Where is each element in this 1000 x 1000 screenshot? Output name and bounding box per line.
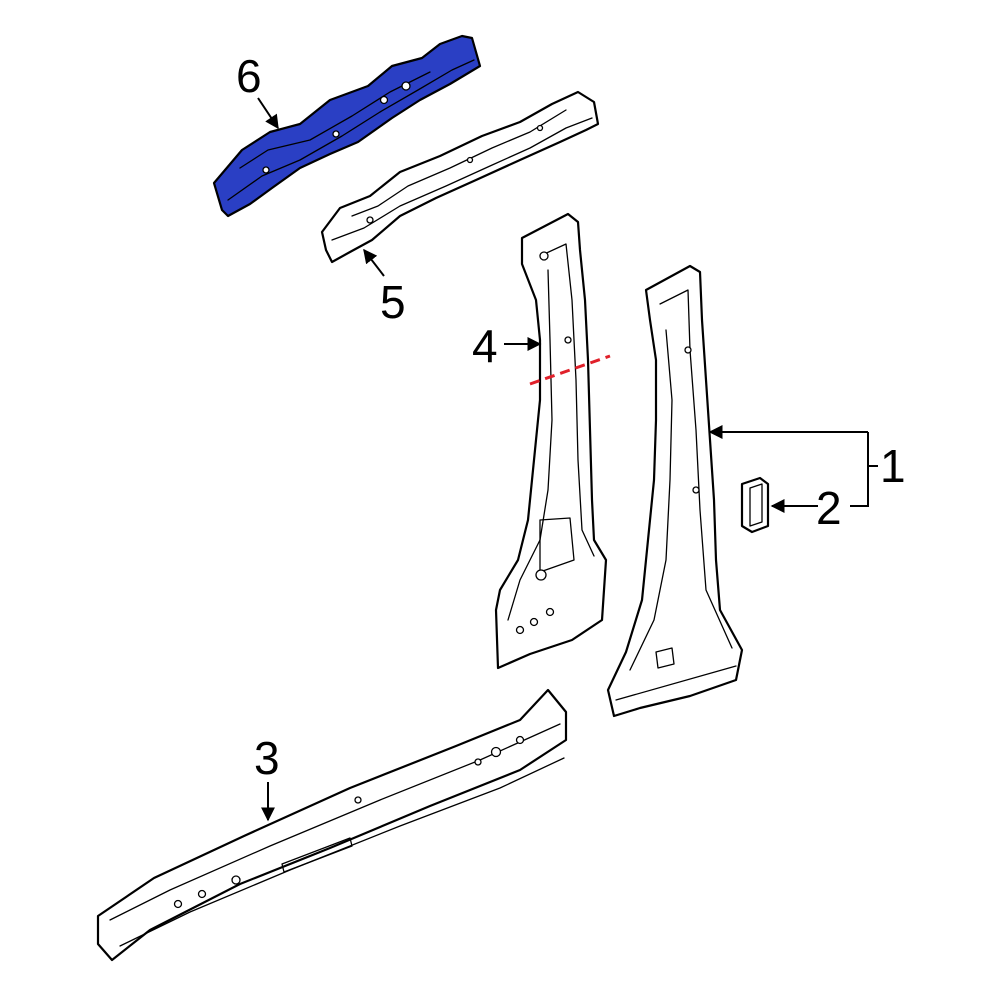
part-3-hole xyxy=(197,889,207,899)
part-3-edge-2 xyxy=(119,757,565,947)
part-6-hole xyxy=(379,95,389,105)
leader-6 xyxy=(257,97,279,130)
part-1-body xyxy=(606,264,744,718)
part-5-body xyxy=(320,90,600,264)
part-1-flange xyxy=(659,289,733,649)
part-4-cut-line xyxy=(529,354,611,386)
callout-3: 3 xyxy=(254,732,280,784)
part-3-slot xyxy=(281,837,353,873)
part-1-hole xyxy=(692,486,700,494)
part-6-body xyxy=(212,34,482,218)
part-3-hole xyxy=(173,899,183,909)
part-1-panel xyxy=(655,647,675,669)
part-5-hole xyxy=(366,216,374,224)
part-4-hole xyxy=(564,336,572,344)
part-4-panel xyxy=(539,517,575,573)
part-5-edge-2 xyxy=(351,109,567,217)
part-4-inner-pillar[interactable] xyxy=(494,212,611,670)
part-5-hole xyxy=(466,156,474,164)
part-1-hole xyxy=(684,346,692,354)
part-6-hole xyxy=(262,166,270,174)
part-3-hole xyxy=(354,796,362,804)
part-4-hole xyxy=(545,607,555,617)
callout-4: 4 xyxy=(472,320,498,372)
part-4-flange-2 xyxy=(507,269,553,621)
part-3-hole xyxy=(474,758,482,766)
part-4-flange xyxy=(539,243,595,557)
part-1-outer-pillar[interactable] xyxy=(606,264,744,718)
part-3-hole xyxy=(515,735,525,745)
part-1-base xyxy=(615,665,737,701)
callout-1: 1 xyxy=(880,440,906,492)
part-5-hole xyxy=(536,124,544,132)
part-4-hole xyxy=(535,569,547,581)
callout-2: 2 xyxy=(816,482,842,534)
part-6-hole xyxy=(401,81,411,91)
part-3-body xyxy=(96,688,568,962)
leader-5 xyxy=(363,248,385,277)
part-3-rocker-panel[interactable] xyxy=(96,688,568,962)
callout-5: 5 xyxy=(380,276,406,328)
part-2-face xyxy=(749,483,763,527)
part-5-edge xyxy=(331,117,593,241)
leader-1-bracket xyxy=(850,432,869,507)
part-4-hole xyxy=(529,617,539,627)
part-4-hole xyxy=(539,251,549,261)
part-6-ridge xyxy=(227,59,475,201)
part-1-flange-2 xyxy=(629,329,673,671)
part-6-hole xyxy=(332,130,340,138)
part-4-hole xyxy=(515,625,525,635)
part-3-hole xyxy=(490,746,502,758)
callout-6: 6 xyxy=(236,50,262,102)
part-6-reinforcement[interactable] xyxy=(212,34,482,218)
part-3-hole xyxy=(231,875,241,885)
part-5-upper-rail[interactable] xyxy=(320,90,600,264)
part-6-ridge-2 xyxy=(239,71,431,169)
part-2-bracket[interactable] xyxy=(740,476,770,534)
